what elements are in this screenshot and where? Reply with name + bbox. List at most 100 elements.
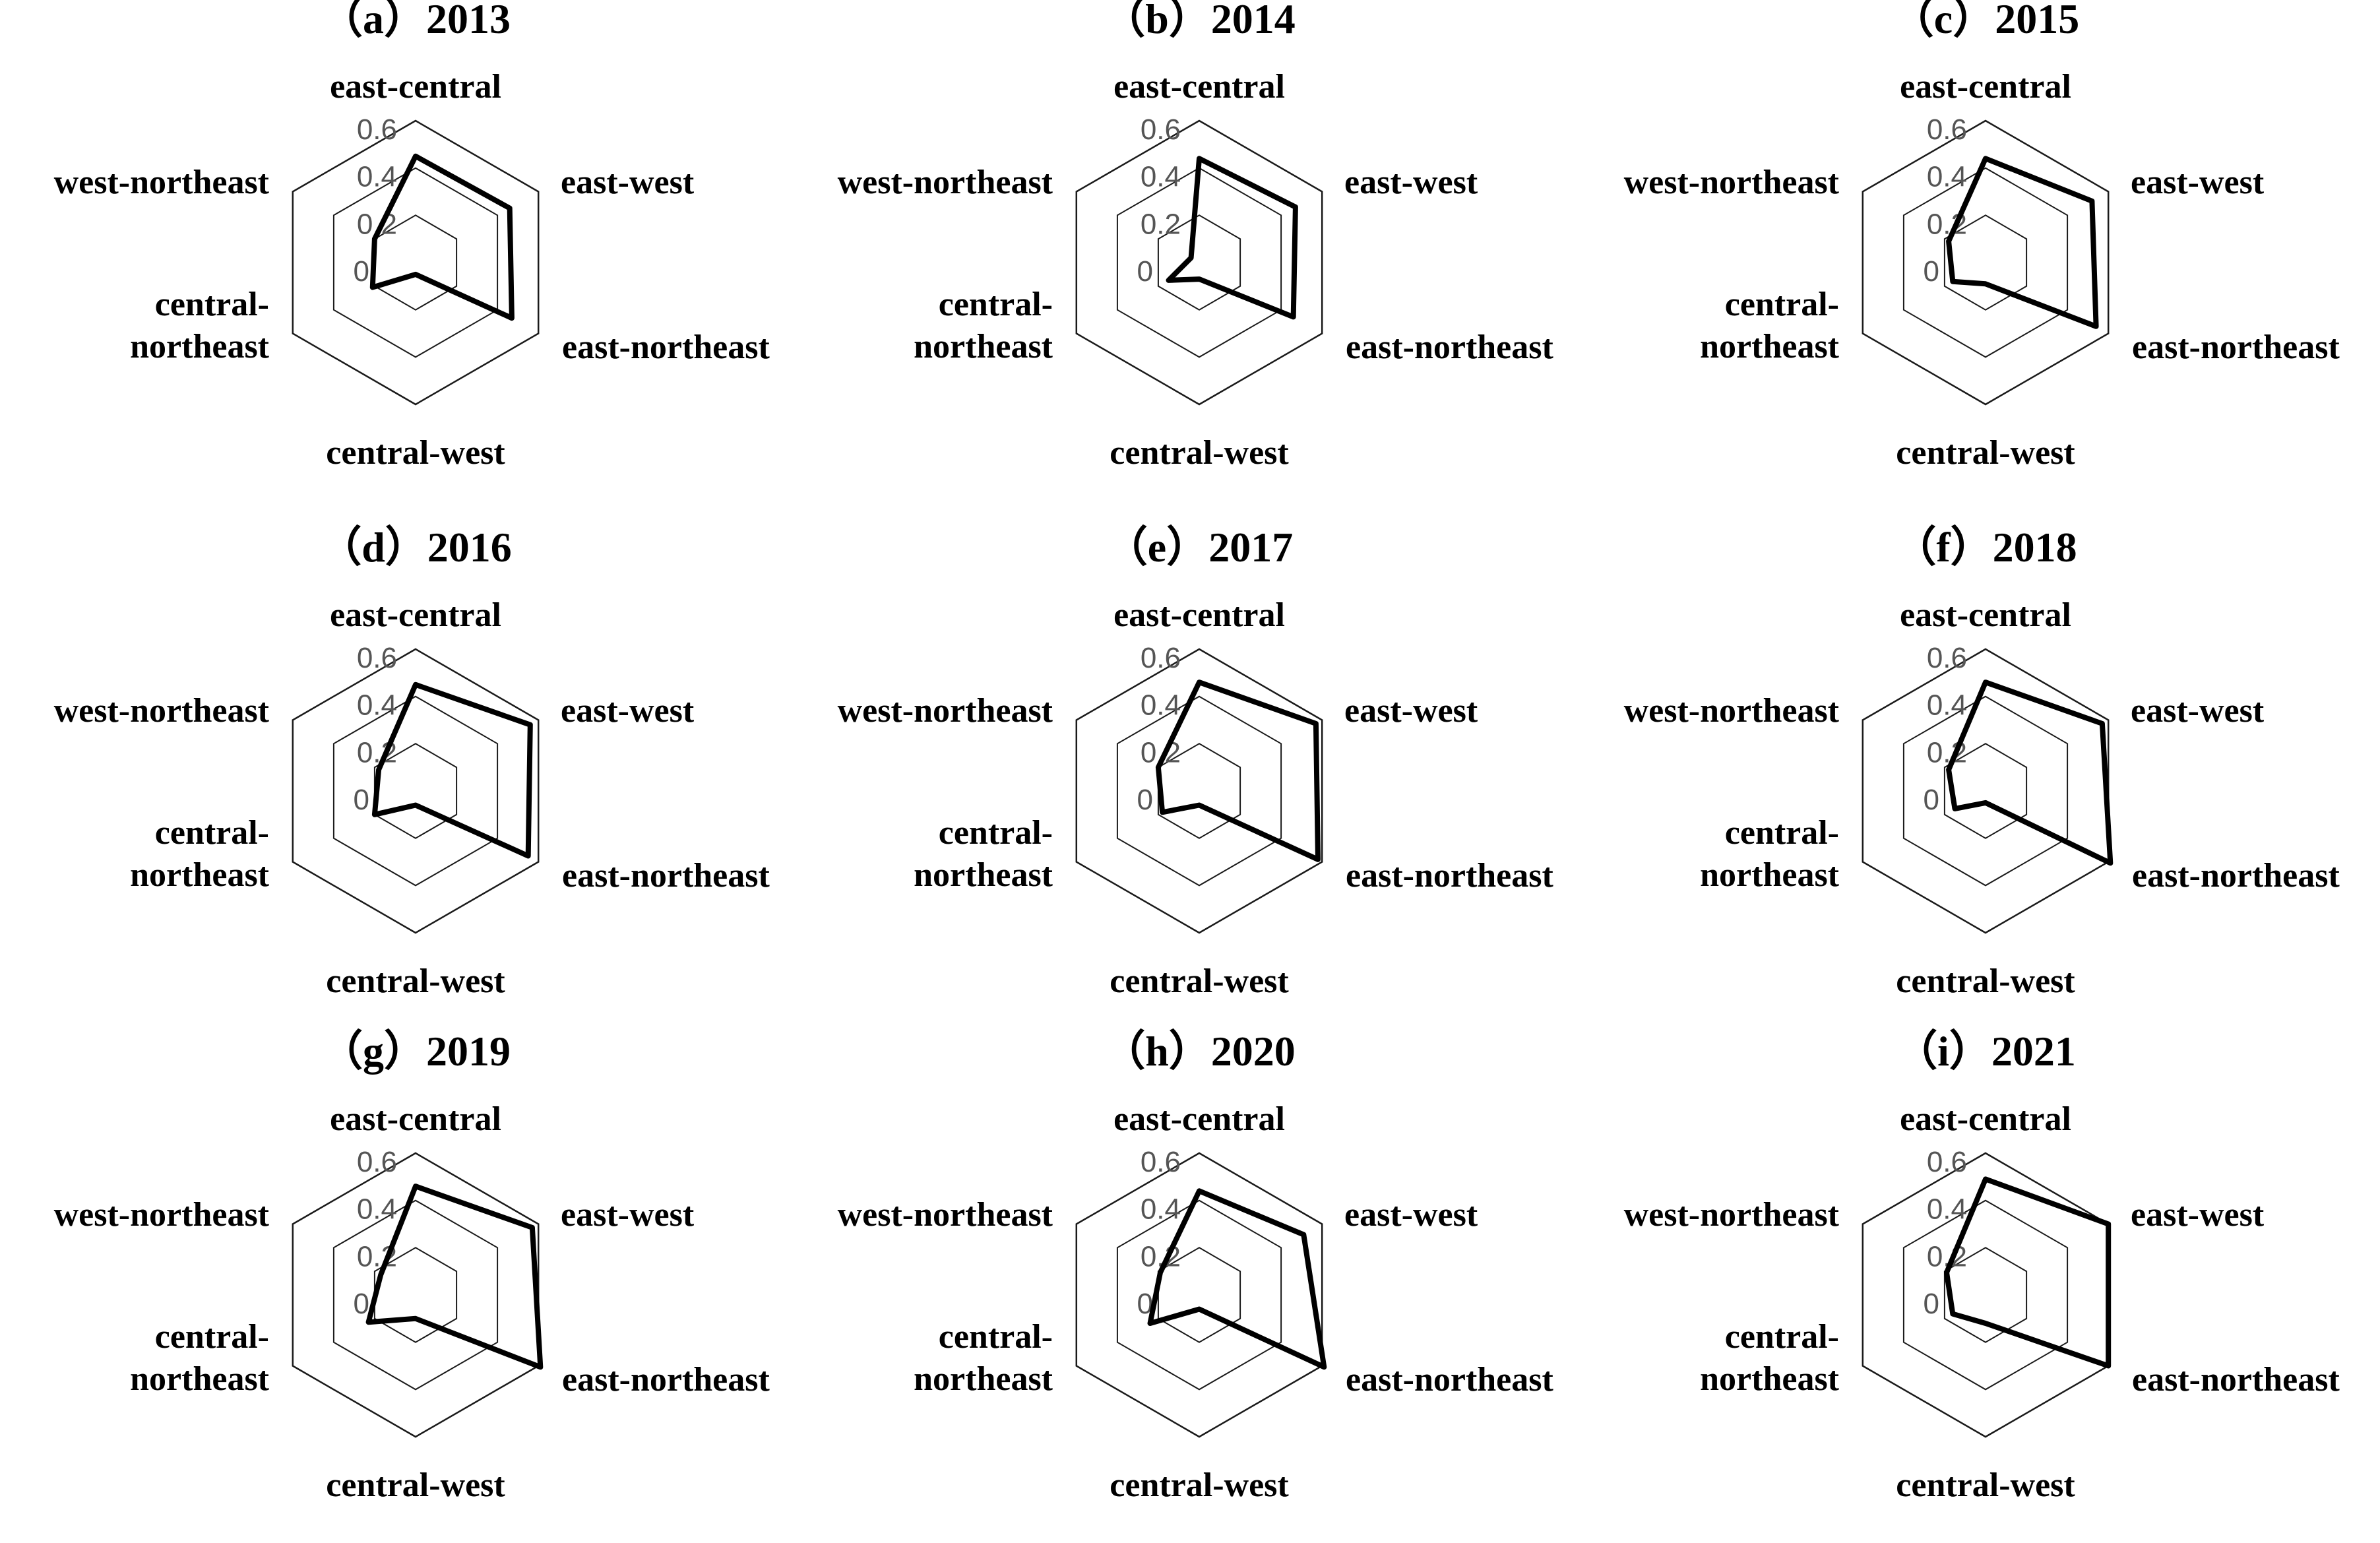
grid-ring	[1862, 1152, 2110, 1438]
panel-title: （e）2017	[1106, 524, 1293, 571]
radar-panel: 00.20.40.6east-centraleast-westeast-nort…	[1624, 0, 2340, 472]
axis-label: east-central	[1900, 68, 2071, 106]
axis-label: central-northeast	[914, 286, 1053, 365]
tick-label: 0.4	[1927, 1193, 1967, 1226]
panel-title: （h）2020	[1103, 1028, 1296, 1075]
axis-label: east-west	[1344, 164, 1478, 201]
axis-label: west-northeast	[54, 1196, 270, 1234]
panel-title: （i）2021	[1895, 1028, 2076, 1075]
grid-ring	[1075, 648, 1323, 934]
panel-title: （c）2015	[1892, 0, 2079, 42]
axis-label: east-northeast	[1346, 857, 1554, 895]
tick-label: 0	[1924, 1288, 1939, 1320]
grid-ring	[1075, 119, 1323, 406]
axis-label: east-central	[330, 68, 501, 106]
axis-label: west-northeast	[838, 1196, 1053, 1234]
grid-ring	[292, 119, 540, 406]
radar-panel: 00.20.40.6east-centraleast-westeast-nort…	[54, 0, 770, 472]
grid-ring	[373, 1247, 458, 1343]
tick-label: 0.4	[1141, 689, 1181, 722]
grid-ring	[332, 167, 499, 358]
axis-label: east-west	[561, 692, 695, 730]
axis-label: east-west	[1344, 692, 1478, 730]
grid-ring	[1862, 648, 2110, 934]
grid-ring	[1902, 1199, 2069, 1391]
axis-label: east-west	[561, 164, 695, 201]
data-polygon	[1147, 1188, 1327, 1370]
tick-label: 0.4	[357, 161, 397, 193]
axis-label: central-northeast	[1700, 1318, 1840, 1398]
axis-label: east-northeast	[1346, 329, 1554, 366]
grid-ring	[1862, 119, 2110, 406]
tick-label: 0.4	[1927, 161, 1967, 193]
axis-label: central-west	[326, 1466, 505, 1504]
tick-label: 0	[354, 1288, 369, 1320]
tick-label: 0.6	[1141, 642, 1181, 674]
grid-ring	[292, 1152, 540, 1438]
grid-ring	[1157, 214, 1241, 311]
axis-label: central-northeast	[1700, 286, 1840, 365]
grid-ring	[292, 648, 540, 934]
axis-label: east-west	[2131, 1196, 2265, 1234]
radar-panel: 00.20.40.6east-centraleast-westeast-nort…	[838, 1028, 1554, 1504]
axis-label: east-central	[1113, 596, 1285, 634]
radar-panel: 00.20.40.6east-centraleast-westeast-nort…	[1624, 524, 2340, 1000]
tick-label: 0.6	[1927, 1146, 1967, 1178]
tick-label: 0.4	[1927, 689, 1967, 722]
axis-label: east-northeast	[2132, 857, 2340, 895]
data-polygon	[365, 1183, 544, 1370]
grid-ring	[1116, 167, 1282, 358]
tick-label: 0	[1137, 784, 1153, 816]
grid-ring	[1075, 1152, 1323, 1438]
axis-label: west-northeast	[54, 164, 270, 201]
axis-label: central-northeast	[914, 1318, 1053, 1398]
grid-ring	[1902, 695, 2069, 887]
axis-label: east-central	[1900, 1100, 2071, 1138]
axis-label: east-central	[330, 596, 501, 634]
radar-panel: 00.20.40.6east-centraleast-westeast-nort…	[54, 1028, 770, 1504]
axis-label: east-west	[2131, 164, 2265, 201]
tick-label: 0.6	[1141, 113, 1181, 146]
axis-label: west-northeast	[838, 164, 1053, 201]
grid-ring	[332, 1199, 499, 1391]
tick-label: 0.4	[357, 689, 397, 722]
grid-ring	[1116, 695, 1282, 887]
axis-label: central-northeast	[1700, 814, 1840, 894]
tick-label: 0.6	[1141, 1146, 1181, 1178]
tick-label: 0	[1924, 255, 1939, 288]
tick-label: 0.4	[357, 1193, 397, 1226]
axis-label: west-northeast	[838, 692, 1053, 730]
axis-label: central-west	[1110, 434, 1289, 472]
grid-ring	[1902, 167, 2069, 358]
axis-label: west-northeast	[1624, 164, 1840, 201]
grid-ring	[1943, 214, 2028, 311]
axis-label: east-northeast	[562, 329, 770, 366]
data-polygon	[371, 681, 533, 859]
axis-label: central-northeast	[914, 814, 1053, 894]
axis-label: west-northeast	[54, 692, 270, 730]
panel-title: （g）2019	[321, 1028, 511, 1075]
radar-panel: 00.20.40.6east-centraleast-westeast-nort…	[838, 524, 1554, 1000]
tick-label: 0.4	[1141, 161, 1181, 193]
panel-title: （f）2018	[1894, 524, 2077, 571]
panel-title: （b）2014	[1103, 0, 1296, 42]
axis-label: east-northeast	[562, 1361, 770, 1399]
tick-label: 0	[1924, 784, 1939, 816]
axis-label: east-northeast	[562, 857, 770, 895]
tick-label: 0	[1137, 255, 1153, 288]
tick-label: 0.6	[357, 642, 397, 674]
tick-label: 0.4	[1141, 1193, 1181, 1226]
axis-label: east-central	[330, 1100, 501, 1138]
data-polygon	[1944, 1176, 2112, 1369]
axis-label: east-west	[1344, 1196, 1478, 1234]
axis-label: central-west	[1896, 962, 2075, 1000]
tick-label: 0	[354, 784, 369, 816]
axis-label: west-northeast	[1624, 692, 1840, 730]
radar-panel: 00.20.40.6east-centraleast-westeast-nort…	[838, 0, 1554, 472]
axis-label: east-northeast	[2132, 1361, 2340, 1399]
panel-title: （a）2013	[321, 0, 511, 42]
data-polygon	[1166, 156, 1298, 320]
data-polygon	[1946, 156, 2099, 329]
axis-label: central-northeast	[130, 814, 270, 894]
